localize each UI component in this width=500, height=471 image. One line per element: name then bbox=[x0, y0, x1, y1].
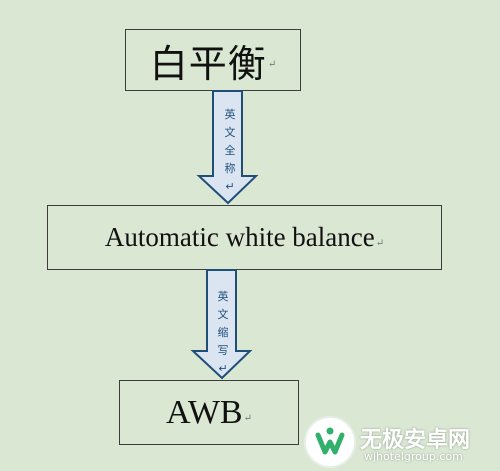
arrow-label-char: 文 bbox=[217, 308, 229, 321]
arrow-label-char: 英 bbox=[224, 108, 236, 121]
arrow-label-char: 全 bbox=[224, 144, 236, 157]
watermark: 无极安卓网 wjhotelgroup.com bbox=[300, 412, 500, 471]
paragraph-mark: ↵ bbox=[243, 413, 252, 424]
box-automatic-white-balance: Automatic white balance ↵ bbox=[47, 205, 442, 270]
arrow-label-char: 写↵ bbox=[217, 344, 229, 375]
watermark-title: 无极安卓网 bbox=[360, 428, 471, 453]
down-arrow-full-name bbox=[196, 90, 259, 205]
arrow-label-abbreviation: 英 文 缩 写↵ bbox=[216, 288, 230, 378]
box-awb-text: AWB bbox=[166, 393, 243, 431]
arrow-label-char: 文 bbox=[224, 126, 236, 139]
box-automatic-white-balance-text: Automatic white balance bbox=[104, 222, 375, 252]
paragraph-mark: ↵ bbox=[375, 238, 385, 249]
arrow-label-char: 缩 bbox=[217, 326, 229, 339]
box-awb: AWB ↵ bbox=[119, 380, 299, 445]
paragraph-mark: ↵ bbox=[267, 59, 277, 70]
arrow-label-char: 英 bbox=[217, 290, 229, 303]
arrow-label-full-name: 英 文 全 称↵ bbox=[223, 106, 237, 196]
down-arrow-abbreviation bbox=[190, 269, 253, 380]
arrow-label-char: 称↵ bbox=[224, 162, 236, 193]
wj-logo-icon bbox=[306, 418, 354, 466]
watermark-url: wjhotelgroup.com bbox=[364, 450, 463, 463]
box-white-balance-text: 白平衡 bbox=[149, 41, 267, 86]
